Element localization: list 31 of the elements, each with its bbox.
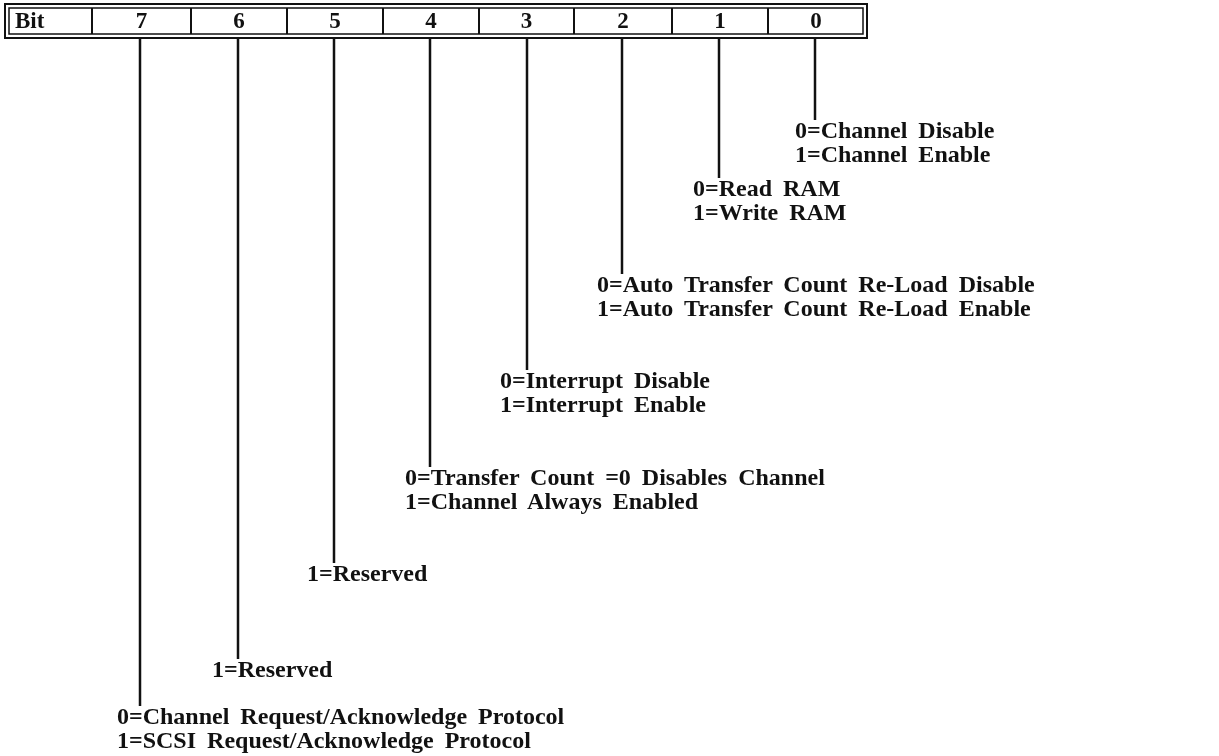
bit-description: 1=Auto Transfer Count Re-Load Enable bbox=[597, 296, 1032, 320]
bit-cell: 3 bbox=[478, 8, 573, 34]
bit-cell: 2 bbox=[573, 8, 671, 34]
leader-line bbox=[236, 38, 240, 659]
bit-description: 1=Channel Enable bbox=[795, 142, 992, 166]
bit-cell: 7 bbox=[91, 8, 190, 34]
bit-description: 0=Channel Disable bbox=[795, 118, 995, 142]
bit-description: 1=Reserved bbox=[212, 657, 333, 681]
leader-line bbox=[332, 38, 336, 563]
bit-cell: 1 bbox=[671, 8, 767, 34]
bit-description: 1=Write RAM bbox=[693, 200, 847, 224]
bit-cell: Bit bbox=[9, 8, 91, 34]
leader-line bbox=[525, 38, 529, 370]
leader-line bbox=[138, 38, 142, 706]
bit-cell: 0 bbox=[767, 8, 863, 34]
bit-description: 1=SCSI Request/Acknowledge Protocol bbox=[117, 728, 532, 752]
leader-line bbox=[620, 38, 624, 274]
bit-description: 0=Interrupt Disable bbox=[500, 368, 710, 392]
bit-cell: 5 bbox=[286, 8, 382, 34]
bit-description: 0=Transfer Count =0 Disables Channel bbox=[405, 465, 825, 489]
bit-description: 0=Read RAM bbox=[693, 176, 842, 200]
leader-line bbox=[813, 38, 817, 120]
leader-line bbox=[717, 38, 721, 178]
bit-description: 1=Reserved bbox=[307, 561, 428, 585]
bit-cell: 6 bbox=[190, 8, 286, 34]
bit-description: 0=Auto Transfer Count Re-Load Disable bbox=[597, 272, 1035, 296]
bit-description: 1=Channel Always Enabled bbox=[405, 489, 700, 513]
leader-line bbox=[428, 38, 432, 467]
bit-description: 0=Channel Request/Acknowledge Protocol bbox=[117, 704, 565, 728]
bit-description: 1=Interrupt Enable bbox=[500, 392, 708, 416]
bit-cell: 4 bbox=[382, 8, 478, 34]
